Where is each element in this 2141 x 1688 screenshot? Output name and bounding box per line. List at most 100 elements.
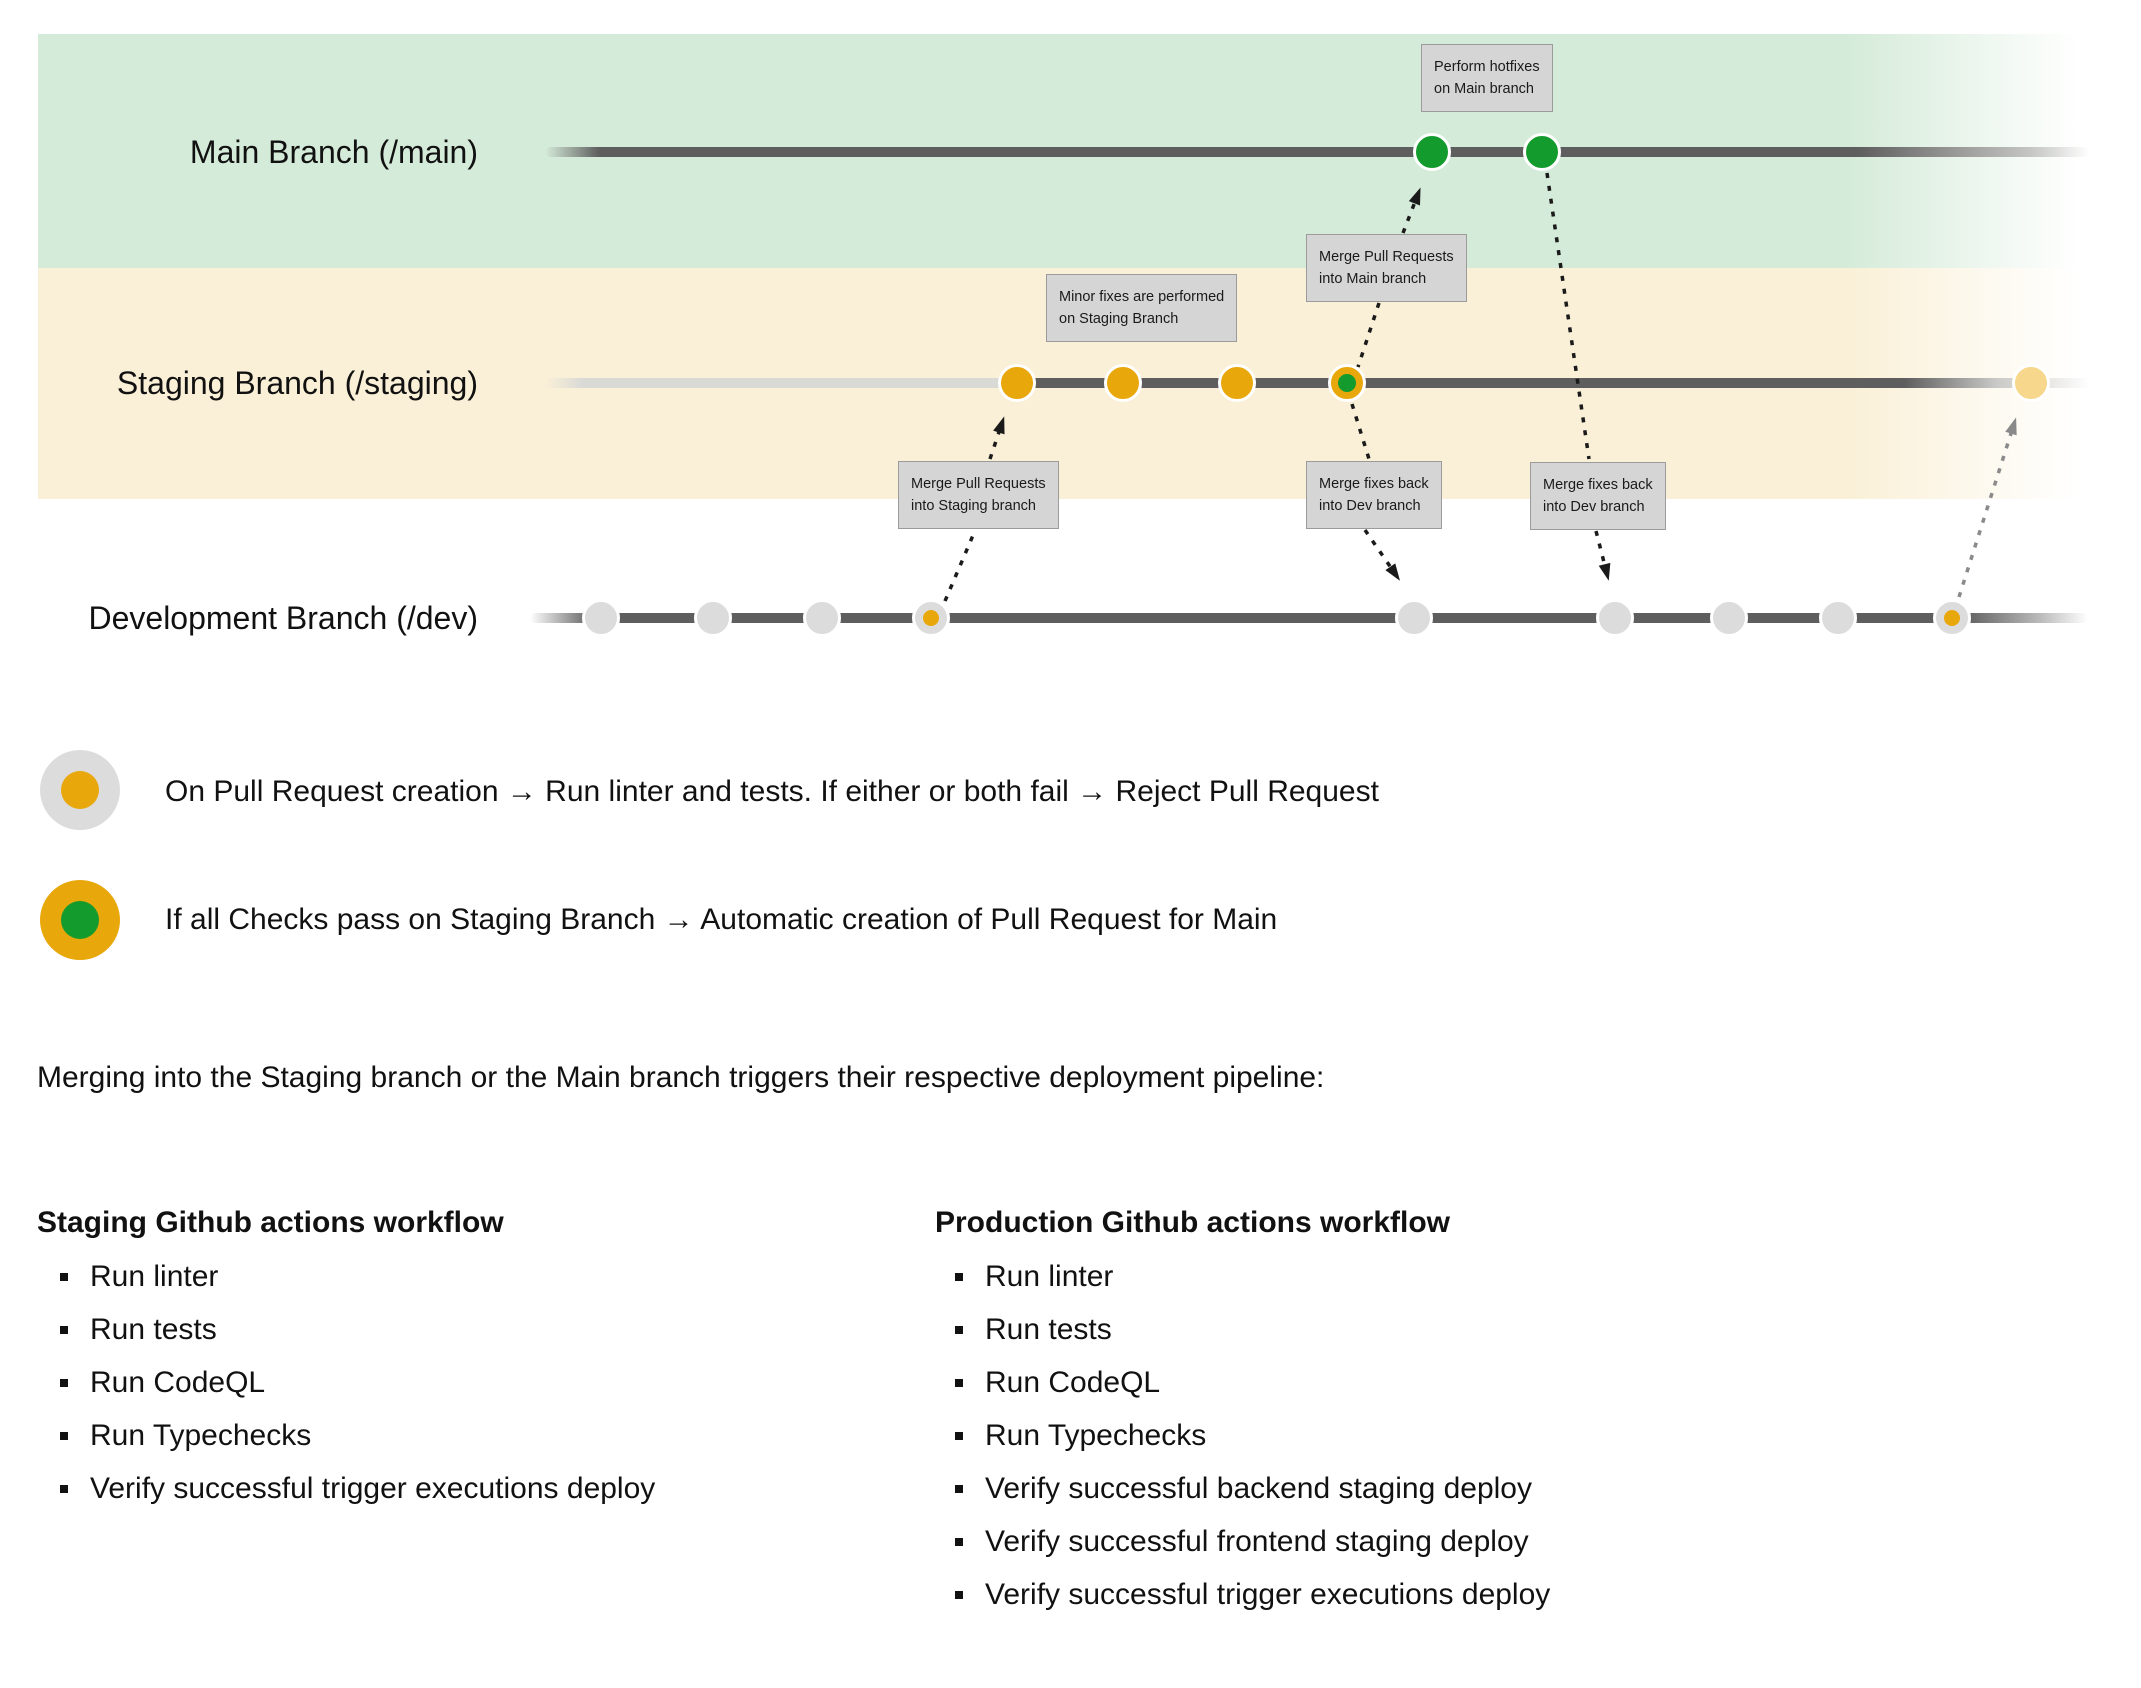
main-timeline-line [545, 147, 2090, 157]
commit-dot-dev-7 [1710, 599, 1748, 637]
list-item: Verify successful trigger executions dep… [60, 1462, 655, 1515]
commit-dot-staging-1 [998, 364, 1036, 402]
green-check-core [1338, 374, 1356, 392]
note-line: Merge fixes back [1543, 477, 1653, 493]
production-workflow-list: Run linter Run tests Run CodeQL Run Type… [955, 1250, 1550, 1621]
bullet-icon [955, 1537, 963, 1546]
note-line: into Staging branch [911, 498, 1036, 514]
note-merge-fixes-dev-2: Merge fixes back into Dev branch [1530, 462, 1666, 530]
commit-dot-dev-8 [1819, 599, 1857, 637]
list-item-text: Run linter [985, 1259, 1114, 1293]
production-workflow-title: Production Github actions workflow [935, 1206, 1450, 1239]
list-item: Run Typechecks [60, 1409, 655, 1462]
connector-maindot-to-merge-fixes-2 [1545, 172, 1591, 460]
bullet-icon [955, 1431, 963, 1440]
list-item: Run tests [955, 1303, 1550, 1356]
note-merge-pr-main: Merge Pull Requests into Main branch [1306, 234, 1467, 302]
list-item-text: Run tests [985, 1312, 1112, 1346]
bullet-icon [60, 1484, 68, 1493]
note-minor-fixes: Minor fixes are performed on Staging Bra… [1046, 274, 1238, 342]
commit-dot-dev-5 [1395, 599, 1433, 637]
bullet-icon [955, 1272, 963, 1281]
list-item: Run CodeQL [955, 1356, 1550, 1409]
commit-dot-staging-4-checks-passed [1328, 364, 1366, 402]
legend-pull-request-icon [40, 750, 120, 830]
note-line: Merge fixes back [1319, 476, 1429, 492]
bullet-icon [60, 1325, 68, 1334]
note-line: into Dev branch [1319, 498, 1421, 514]
bullet-icon [955, 1484, 963, 1493]
legend-checks-pass-icon [40, 880, 120, 960]
legend-orange-core [61, 771, 99, 809]
commit-dot-dev-4-pull-request [912, 599, 950, 637]
arrow-merge-fixes-2-to-devdot [1594, 530, 1611, 581]
list-item-text: Run CodeQL [985, 1365, 1161, 1399]
note-line: Merge Pull Requests [911, 476, 1046, 492]
list-item-text: Verify successful trigger executions dep… [985, 1577, 1551, 1611]
arrow-merge-fixes-1-to-devdot [1363, 529, 1400, 581]
bullet-icon [955, 1590, 963, 1599]
list-item: Verify successful frontend staging deplo… [955, 1515, 1550, 1568]
arrow-devdot-to-faded-stagingdot [1957, 417, 2017, 598]
note-perform-hotfixes: Perform hotfixes on Main branch [1421, 44, 1553, 112]
list-item-text: Run linter [90, 1259, 219, 1293]
dev-branch-label: Development Branch (/dev) [88, 600, 478, 636]
note-line: Merge Pull Requests [1319, 249, 1454, 265]
note-line: on Main branch [1434, 81, 1534, 97]
list-item: Run CodeQL [60, 1356, 655, 1409]
commit-dot-staging-pending [2012, 364, 2050, 402]
staging-timeline-line [545, 378, 2090, 388]
commit-dot-dev-9-pull-request [1933, 599, 1971, 637]
commit-dot-staging-2 [1104, 364, 1142, 402]
list-item-text: Run tests [90, 1312, 217, 1346]
list-item: Run linter [60, 1250, 655, 1303]
list-item-text: Run CodeQL [90, 1365, 266, 1399]
orange-pr-core [1944, 610, 1960, 626]
commit-dot-main-2 [1523, 133, 1561, 171]
commit-dot-main-1 [1413, 133, 1451, 171]
commit-dot-dev-6 [1596, 599, 1634, 637]
staging-workflow-title: Staging Github actions workflow [37, 1206, 504, 1239]
bullet-icon [60, 1378, 68, 1387]
note-merge-fixes-dev-1: Merge fixes back into Dev branch [1306, 461, 1442, 529]
commit-dot-dev-3 [803, 599, 841, 637]
bullet-icon [60, 1431, 68, 1440]
connector-stagingdot-to-merge-fixes-1 [1350, 403, 1371, 460]
note-line: into Dev branch [1543, 499, 1645, 515]
list-item: Verify successful trigger executions dep… [955, 1568, 1550, 1621]
list-item: Verify successful backend staging deploy [955, 1462, 1550, 1515]
legend-checks-pass-text: If all Checks pass on Staging Branch → A… [165, 903, 1278, 936]
orange-pr-core [923, 610, 939, 626]
note-line: on Staging Branch [1059, 311, 1179, 327]
commit-dot-dev-2 [694, 599, 732, 637]
list-item: Run Typechecks [955, 1409, 1550, 1462]
bullet-icon [955, 1325, 963, 1334]
arrow-merge-pr-main-to-maindot [1401, 187, 1421, 234]
connector-devdot-to-merge-pr-staging [943, 532, 976, 602]
bullet-icon [955, 1378, 963, 1387]
main-branch-label: Main Branch (/main) [189, 134, 478, 170]
note-line: into Main branch [1319, 271, 1427, 287]
connector-merge-pr-main-to-stagingdot [1356, 302, 1381, 368]
list-item-text: Verify successful trigger executions dep… [90, 1471, 656, 1505]
pipeline-note: Merging into the Staging branch or the M… [37, 1061, 1325, 1094]
arrow-merge-pr-staging-to-stagingdot [988, 416, 1005, 460]
list-item-text: Verify successful frontend staging deplo… [985, 1524, 1529, 1558]
list-item-text: Verify successful backend staging deploy [985, 1471, 1532, 1505]
dev-timeline-line [530, 613, 2088, 623]
list-item-text: Run Typechecks [90, 1418, 312, 1452]
bullet-icon [60, 1272, 68, 1281]
note-line: Perform hotfixes [1434, 59, 1540, 75]
note-merge-pr-staging: Merge Pull Requests into Staging branch [898, 461, 1059, 529]
staging-workflow-list: Run linter Run tests Run CodeQL Run Type… [60, 1250, 655, 1515]
legend-pull-request-text: On Pull Request creation → Run linter an… [165, 775, 1379, 808]
list-item-text: Run Typechecks [985, 1418, 1207, 1452]
list-item: Run tests [60, 1303, 655, 1356]
note-line: Minor fixes are performed [1059, 289, 1225, 305]
list-item: Run linter [955, 1250, 1550, 1303]
commit-dot-staging-3 [1218, 364, 1256, 402]
staging-branch-label: Staging Branch (/staging) [116, 365, 478, 401]
commit-dot-dev-1 [582, 599, 620, 637]
